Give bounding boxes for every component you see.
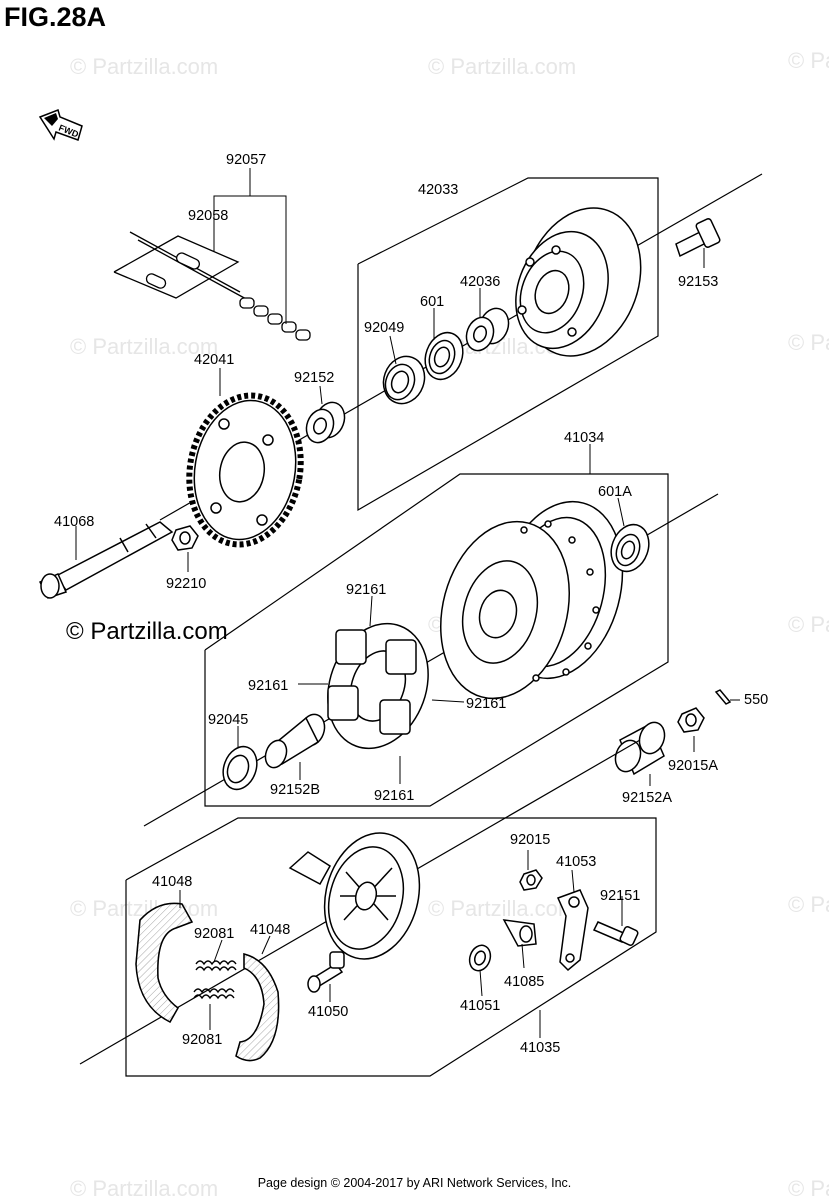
part-label-92152b: 92152B: [270, 782, 320, 798]
collar-92152B: [264, 713, 326, 769]
part-label-550: 550: [744, 692, 768, 708]
part-label-42033: 42033: [418, 182, 458, 198]
part-label-92152: 92152: [294, 370, 334, 386]
sprocket-42041: [186, 392, 304, 548]
nut-92015A: [677, 707, 705, 733]
watermark: © Partzilla.com: [70, 334, 219, 359]
watermark-main: © Partzilla.com: [66, 618, 228, 645]
watermark: © Partzilla.com: [788, 330, 829, 355]
part-label-41035: 41035: [520, 1040, 560, 1056]
seal-41051: [468, 944, 492, 972]
part-label-92161: 92161: [374, 788, 414, 804]
part-label-92015a: 92015A: [668, 758, 718, 774]
bearing-601A: [610, 523, 650, 573]
brake-lever-41053: [556, 889, 589, 972]
figure-title: FIG.28A: [4, 2, 107, 32]
bearing-92045: [222, 745, 258, 791]
part-label-92081: 92081: [182, 1032, 222, 1048]
part-label-92015: 92015: [510, 832, 550, 848]
part-label-41051: 41051: [460, 998, 500, 1014]
part-label-41048: 41048: [250, 922, 290, 938]
collar-42036: [465, 307, 510, 352]
part-label-41053: 41053: [556, 854, 596, 870]
watermark: © Partzilla.com: [788, 892, 829, 917]
bearing-601: [424, 331, 464, 381]
part-label-92210: 92210: [166, 576, 206, 592]
bolt-92151: [592, 921, 639, 946]
part-label-92151: 92151: [600, 888, 640, 904]
part-label-601a: 601A: [598, 484, 632, 500]
watermark: © Partzilla.com: [70, 1176, 219, 1201]
watermark: © Partzilla.com: [428, 896, 577, 921]
part-label-42041: 42041: [194, 352, 234, 368]
part-label-41050: 41050: [308, 1004, 348, 1020]
part-label-92161: 92161: [346, 582, 386, 598]
brake-shoe-41048-upper: [135, 902, 194, 1023]
part-label-92058: 92058: [188, 208, 228, 224]
collar-92152: [305, 401, 346, 444]
leader-lines: [75, 168, 740, 1038]
nut-92210: [171, 525, 199, 551]
part-label-92153: 92153: [678, 274, 718, 290]
group-outline-41034: [204, 473, 669, 807]
part-label-41068: 41068: [54, 514, 94, 530]
spring-92081-upper: [195, 960, 237, 972]
nut-92015: [519, 869, 543, 891]
footer-credit: Page design © 2004-2017 by ARI Network S…: [257, 1176, 572, 1190]
cotter-pin-550: [714, 689, 732, 705]
bolt-92153: [675, 218, 721, 258]
part-label-601: 601: [420, 294, 444, 310]
axle-41068: [38, 521, 174, 599]
part-label-92081: 92081: [194, 926, 234, 942]
part-label-42036: 42036: [460, 274, 500, 290]
group-outline-41035: [125, 817, 657, 1077]
drive-chain: [113, 231, 311, 341]
part-label-41034: 41034: [564, 430, 604, 446]
part-label-92152a: 92152A: [622, 790, 672, 806]
part-number-labels: 92057 92058 42033 92153 42036 601 92049 92152 42…: [54, 152, 768, 1056]
wheel-hub-41034: [439, 500, 624, 700]
brake-cam-41050: [307, 951, 345, 993]
part-label-41048: 41048: [152, 874, 192, 890]
watermark: © Partzilla.com: [788, 48, 829, 73]
seal-92049: [382, 355, 426, 405]
part-label-92161: 92161: [466, 696, 506, 712]
forward-arrow-icon: FWD: [38, 109, 83, 141]
group-outline-42033: [357, 177, 659, 512]
watermark: © Partzilla.com: [788, 1176, 829, 1201]
part-label-92045: 92045: [208, 712, 248, 728]
part-label-92049: 92049: [364, 320, 404, 336]
part-label-92057: 92057: [226, 152, 266, 168]
spring-92081-lower: [193, 988, 235, 1000]
part-label-92161: 92161: [248, 678, 288, 694]
watermark: © Partzilla.com: [788, 612, 829, 637]
watermark: © Partzilla.com: [428, 54, 577, 79]
indicator-41085: [502, 919, 537, 947]
damper-set-92161: [327, 622, 429, 750]
brake-shoe-41048-lower: [235, 953, 280, 1062]
brake-panel-41035: [288, 832, 421, 960]
part-label-41085: 41085: [504, 974, 544, 990]
sprocket-hub: [515, 207, 642, 357]
collar-92152A: [614, 721, 666, 776]
watermark: © Partzilla.com: [70, 54, 219, 79]
